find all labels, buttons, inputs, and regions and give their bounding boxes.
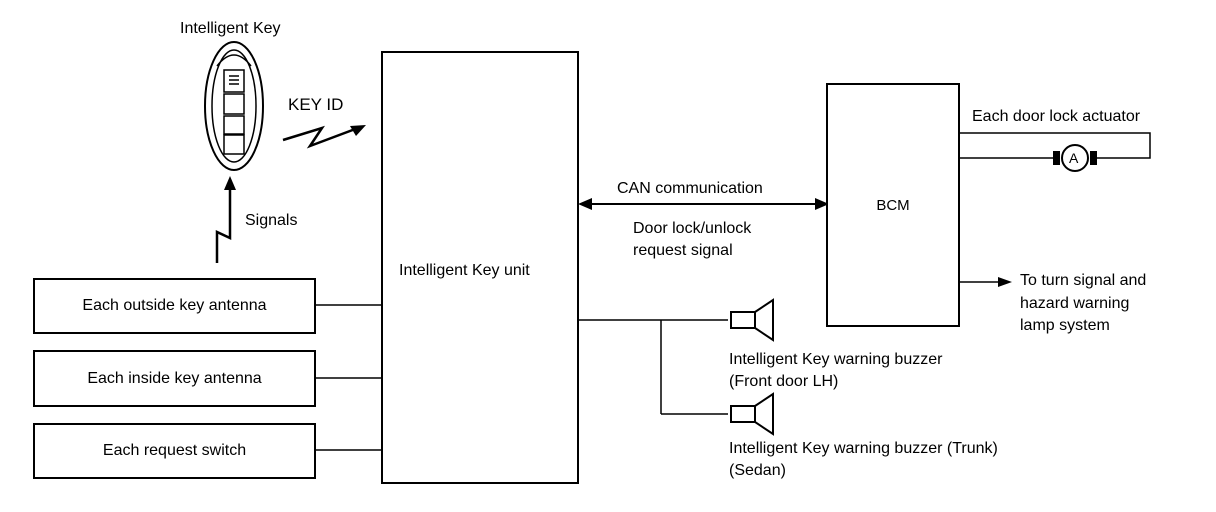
buzzer-front-label-line2: (Front door LH): [729, 373, 839, 390]
door-lock-motor-icon: [1053, 144, 1097, 172]
intelligent-key-unit-label: Intelligent Key unit: [399, 262, 530, 279]
buzzer-trunk-icon: [730, 392, 774, 436]
buzzer-front-label-line1: Intelligent Key warning buzzer: [729, 351, 943, 368]
door-lock-actuator-label: Each door lock actuator: [972, 108, 1141, 125]
signals-arrow: [215, 186, 232, 263]
key-fob-icon: [204, 41, 264, 171]
bcm-box: BCM: [826, 83, 960, 327]
turn-signal-label-line3: lamp system: [1020, 317, 1110, 334]
bcm-label: BCM: [876, 196, 910, 214]
turn-signal-label-line1: To turn signal and: [1020, 272, 1147, 289]
intelligent-key-unit-box: [381, 51, 579, 484]
turn-signal-label-line2: hazard warning: [1020, 295, 1130, 312]
request-switch-label: Each request switch: [102, 442, 247, 459]
outside-antenna-box: Each outside key antenna: [33, 278, 316, 334]
buzzer-trunk-label-line1: Intelligent Key warning buzzer (Trunk): [729, 440, 998, 457]
buzzer-trunk-label-line2: (Sedan): [729, 462, 786, 479]
signals-label: Signals: [245, 212, 298, 229]
can-request-label-line2: request signal: [633, 242, 733, 259]
buzzer-front-icon: [730, 298, 774, 342]
inside-antenna-box: Each inside key antenna: [33, 350, 316, 407]
door-lock-motor-letter: A: [1069, 150, 1079, 166]
inside-antenna-label: Each inside key antenna: [87, 369, 262, 387]
intelligent-key-label: Intelligent Key: [180, 20, 281, 37]
key-id-signal-arrow: [282, 125, 359, 149]
key-id-label: KEY ID: [288, 95, 344, 114]
can-communication-label: CAN communication: [617, 180, 763, 197]
can-request-label-line1: Door lock/unlock: [633, 220, 752, 237]
outside-antenna-label: Each outside key antenna: [82, 297, 267, 314]
request-switch-box: Each request switch: [33, 423, 316, 479]
